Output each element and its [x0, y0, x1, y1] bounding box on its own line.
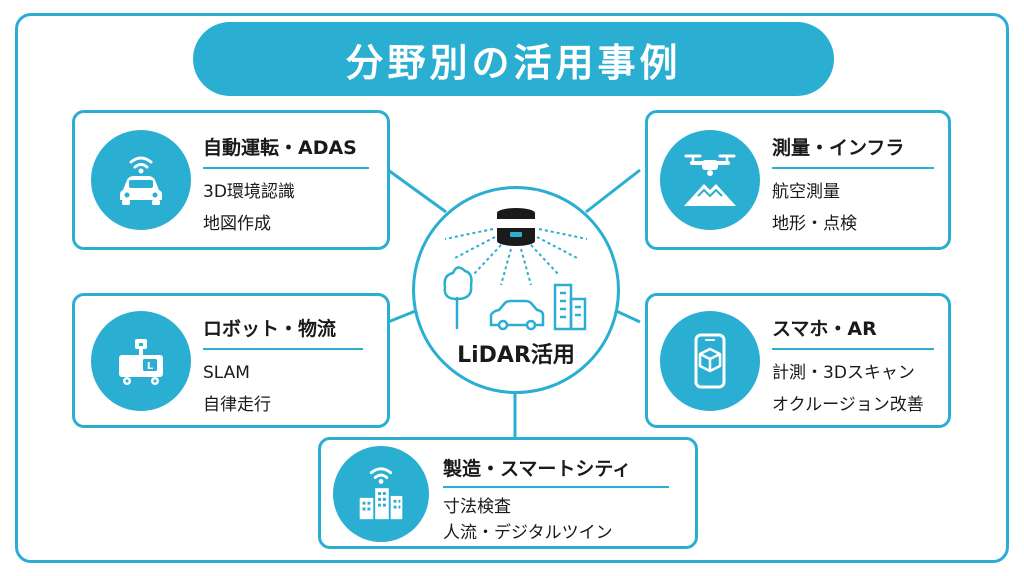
card-title: 測量・インフラ	[772, 137, 905, 159]
drone-mountain-icon	[660, 130, 760, 230]
card-autonomous-driving: 自動運転・ADAS 3D環境認識 地図作成	[72, 110, 390, 250]
card-item: 計測・3Dスキャン	[772, 363, 915, 383]
card-item: 航空測量	[772, 182, 840, 202]
hub-label: LiDAR活用	[457, 343, 575, 368]
card-smartphone-ar: スマホ・AR 計測・3Dスキャン オクルージョン改善	[645, 293, 951, 428]
building-icon	[553, 283, 587, 331]
page-title: 分野別の活用事例	[193, 22, 834, 96]
card-item: 3D環境認識	[203, 182, 295, 202]
lidar-sensor-icon	[444, 208, 588, 286]
tree-icon	[443, 266, 473, 329]
robot-cart-icon: L	[91, 311, 191, 411]
card-robot-logistics: L ロボット・物流 SLAM 自律走行	[72, 293, 390, 428]
card-title: 製造・スマートシティ	[443, 458, 632, 480]
card-title: ロボット・物流	[203, 318, 337, 340]
divider	[772, 348, 934, 350]
svg-text:L: L	[147, 361, 154, 372]
card-title: スマホ・AR	[772, 318, 877, 340]
card-survey-infrastructure: 測量・インフラ 航空測量 地形・点検	[645, 110, 951, 250]
city-wifi-icon	[333, 446, 429, 542]
divider	[203, 167, 369, 169]
divider	[772, 167, 934, 169]
card-item: 地形・点検	[772, 214, 857, 234]
car-icon	[489, 299, 545, 331]
card-item: オクルージョン改善	[772, 395, 924, 415]
card-item: 寸法検査	[443, 497, 511, 517]
card-item: SLAM	[203, 363, 250, 383]
smartphone-cube-icon	[660, 311, 760, 411]
card-item: 地図作成	[203, 214, 271, 234]
divider	[443, 486, 669, 488]
card-manufacturing-smartcity: 製造・スマートシティ 寸法検査 人流・デジタルツイン	[318, 437, 698, 549]
card-title: 自動運転・ADAS	[203, 137, 357, 159]
card-item: 人流・デジタルツイン	[443, 523, 613, 543]
car-wifi-icon	[91, 130, 191, 230]
lidar-hub: LiDAR活用	[412, 186, 620, 394]
card-item: 自律走行	[203, 395, 271, 415]
divider	[203, 348, 363, 350]
